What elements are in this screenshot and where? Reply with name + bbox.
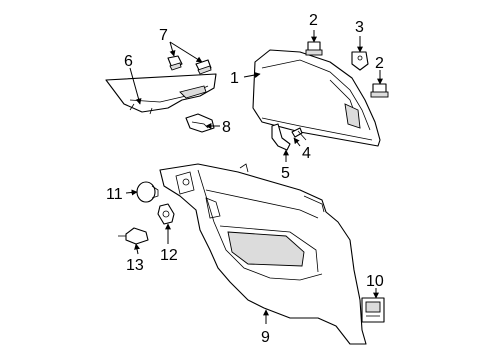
lower-quarter-trim-panel (159, 163, 367, 345)
callout-7: 7 (159, 27, 168, 44)
callout-labels: 1 2 2 3 4 5 6 7 8 9 10 11 12 13 (106, 12, 384, 346)
retainer-clip-lower (118, 227, 149, 245)
callout-13: 13 (126, 257, 144, 274)
pillar-trim-panel (105, 73, 217, 115)
leader-lines (125, 30, 383, 324)
callout-2-upper: 2 (309, 12, 318, 29)
retainer-clip-upper (305, 41, 323, 56)
bracket (351, 51, 369, 71)
assist-handle (185, 113, 215, 133)
callout-8: 8 (222, 119, 231, 136)
fastener (157, 203, 175, 225)
coat-hook (271, 123, 291, 151)
trim-clip-left (167, 55, 183, 71)
callout-10: 10 (366, 273, 384, 290)
trim-clip-right (195, 59, 212, 75)
callout-6: 6 (124, 53, 133, 70)
latch-bracket (361, 297, 385, 323)
callout-2-right: 2 (375, 55, 384, 72)
push-pin (136, 181, 159, 203)
callout-4: 4 (302, 145, 311, 162)
upper-quarter-trim-panel (252, 49, 381, 147)
callout-5: 5 (281, 165, 290, 182)
callout-12: 12 (160, 247, 178, 264)
callout-3: 3 (355, 19, 364, 36)
callout-9: 9 (261, 329, 270, 346)
retainer-clip-right (370, 83, 389, 98)
callout-11: 11 (106, 186, 123, 203)
callout-1: 1 (230, 70, 239, 87)
screw (291, 127, 307, 141)
